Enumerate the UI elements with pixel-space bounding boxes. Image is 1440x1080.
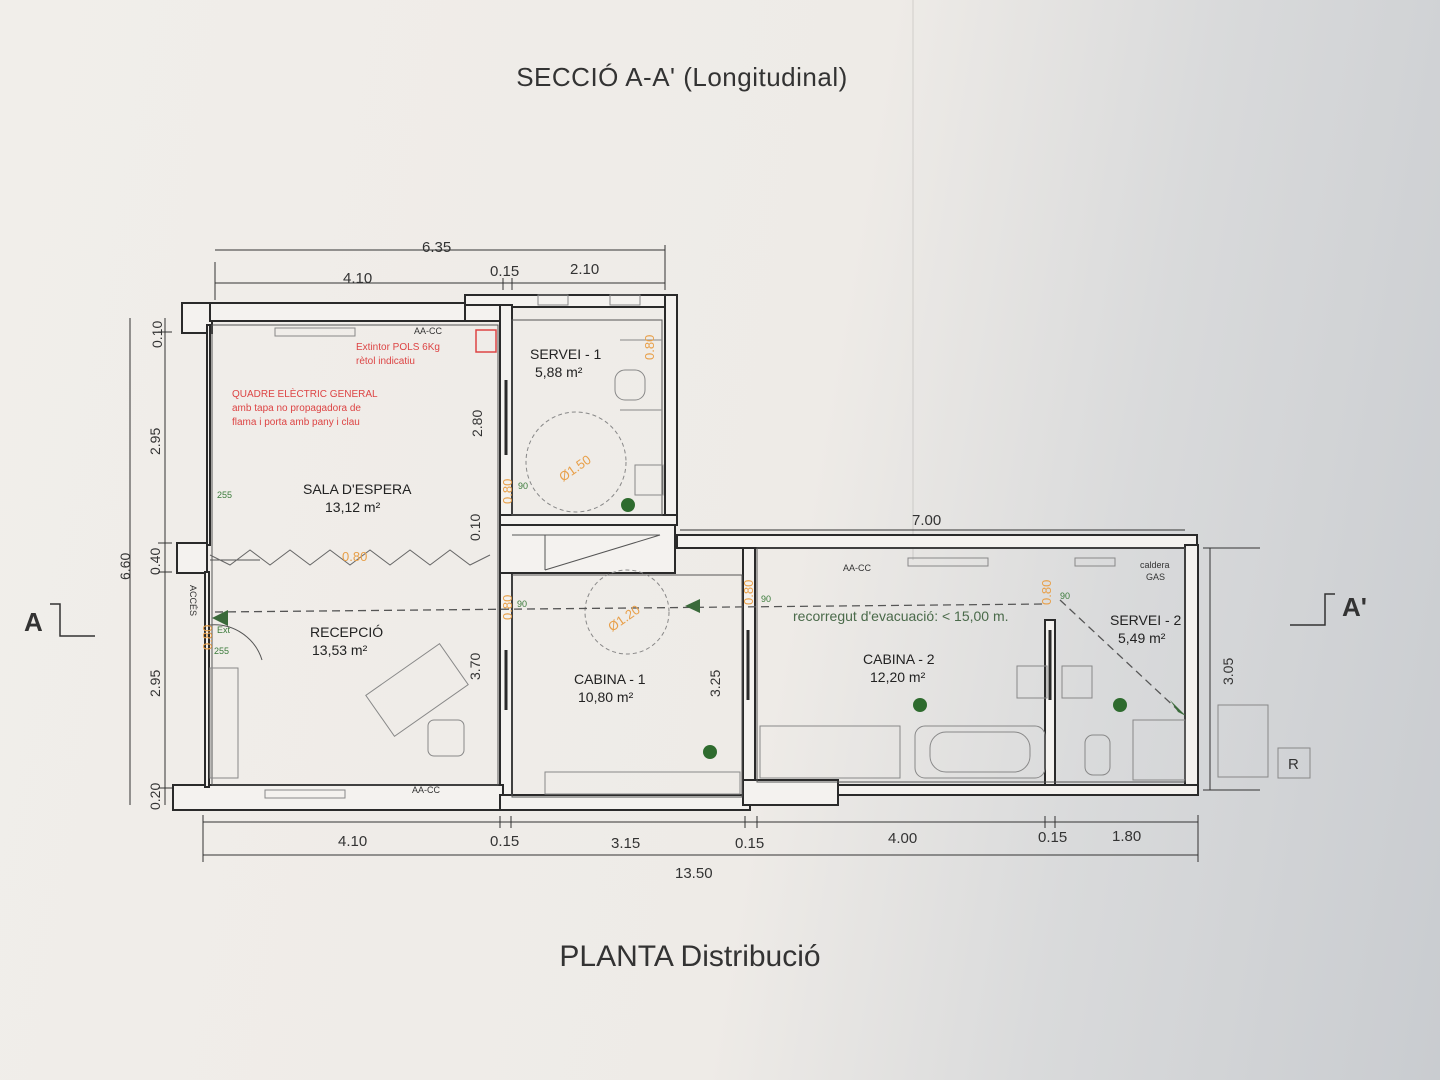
dim-left-b: 2.95 — [147, 428, 163, 455]
room-servei2-area: 5,49 m² — [1118, 630, 1166, 646]
sliding-doors — [504, 380, 1052, 710]
dim-right-height: 3.05 — [1220, 658, 1236, 685]
quadre-label-1: QUADRE ELÈCTRIC GENERAL — [232, 387, 378, 400]
dim-bottom-3: 3.15 — [611, 835, 640, 852]
dim-top-total: 6.35 — [422, 239, 451, 256]
turning-circle-120: Ø1.20 — [605, 602, 643, 635]
extintor-label: Extintor POLS 6Kg — [356, 342, 440, 353]
acces-label: ACCÉS — [188, 585, 198, 616]
plan-title: PLANTA Distribució — [559, 940, 821, 973]
lum-90-a: 90 — [518, 481, 528, 491]
evacuation-label: recorregut d'evacuació: < 15,00 m. — [793, 608, 1009, 624]
dim-bottom-total: 13.50 — [675, 865, 713, 882]
door-width-label: 0.80 — [342, 549, 367, 564]
ext-label: Ext — [217, 625, 231, 635]
register-label: R — [1288, 756, 1299, 773]
aacc-label-2: AA-CC — [412, 785, 441, 795]
dim-left-c: 0.40 — [147, 548, 163, 575]
door-width-cabina1: 0.80 — [500, 595, 515, 620]
dim-top-left: 4.10 — [343, 270, 372, 287]
door-width-acces: 0.80 — [200, 625, 215, 650]
dim-inner-280: 2.80 — [469, 410, 485, 437]
room-servei2-name: SERVEI - 2 — [1110, 612, 1182, 628]
paper-fold — [912, 0, 914, 560]
room-cabina1-name: CABINA - 1 — [574, 671, 646, 687]
room-sala-area: 13,12 m² — [325, 499, 381, 515]
dim-right-top: 7.00 — [912, 512, 941, 529]
dim-bottom-7: 1.80 — [1112, 828, 1141, 845]
evacuation-arrows — [212, 599, 1186, 716]
room-outlines — [211, 319, 1186, 798]
dim-bottom-6: 0.15 — [1038, 829, 1067, 846]
entrance-door-swing — [209, 624, 263, 661]
door-width-servei1: 0.80 — [642, 335, 657, 360]
lum-255-a: 255 — [217, 490, 232, 500]
lum-90-b: 90 — [517, 599, 527, 609]
quadre-label-3: flama i porta amb pany i clau — [232, 417, 360, 428]
zigzag-line — [209, 549, 491, 566]
extintor-sublabel: rètol indicatiu — [356, 356, 415, 367]
dimension-lines — [129, 245, 1260, 862]
door-width-servei2: 0.80 — [1039, 580, 1054, 605]
room-cabina2-name: CABINA - 2 — [863, 651, 935, 667]
section-title: SECCIÓ A-A' (Longitudinal) — [516, 62, 848, 92]
dim-left-a: 0.10 — [149, 321, 165, 348]
dim-left-total: 6.60 — [117, 553, 133, 580]
caldera-label: caldera — [1140, 560, 1170, 570]
room-cabina2-area: 12,20 m² — [870, 669, 926, 685]
lum-90-c: 90 — [761, 594, 771, 604]
turning-circle-150: Ø1.50 — [556, 452, 594, 485]
dim-inner-010: 0.10 — [467, 514, 483, 541]
section-mark-a: A — [24, 607, 43, 637]
door-width-cabina2: 0.80 — [741, 580, 756, 605]
aacc-label-3: AA-CC — [843, 563, 872, 573]
extintor-symbol — [475, 329, 497, 353]
dim-inner-325: 3.25 — [707, 670, 723, 697]
evacuation-route — [214, 599, 1181, 713]
dim-bottom-2: 0.15 — [490, 833, 519, 850]
dim-bottom-1: 4.10 — [338, 833, 367, 850]
emergency-lights — [621, 498, 1127, 759]
dim-bottom-4: 0.15 — [735, 835, 764, 852]
lum-255-b: 255 — [214, 646, 229, 656]
caldera-gas-label: GAS — [1146, 572, 1165, 582]
dim-top-right: 2.10 — [570, 261, 599, 278]
room-recepcio-area: 13,53 m² — [312, 642, 368, 658]
room-servei1-name: SERVEI - 1 — [530, 346, 602, 362]
section-markers — [50, 593, 1335, 637]
furniture — [209, 294, 1311, 799]
room-servei1-area: 5,88 m² — [535, 364, 583, 380]
dim-inner-370: 3.70 — [467, 653, 483, 680]
quadre-label-2: amb tapa no propagadora de — [232, 403, 361, 414]
dim-top-wall: 0.15 — [490, 263, 519, 280]
room-recepcio-name: RECEPCIÓ — [310, 624, 383, 640]
door-width-sala: 0.80 — [500, 479, 515, 504]
dim-left-d: 2.95 — [147, 670, 163, 697]
room-cabina1-area: 10,80 m² — [578, 689, 634, 705]
section-mark-a-prime: A' — [1342, 592, 1367, 622]
lum-90-d: 90 — [1060, 591, 1070, 601]
aacc-label-1: AA-CC — [414, 326, 443, 336]
dim-left-e: 0.20 — [147, 783, 163, 810]
dim-bottom-5: 4.00 — [888, 830, 917, 847]
room-sala-name: SALA D'ESPERA — [303, 481, 412, 497]
